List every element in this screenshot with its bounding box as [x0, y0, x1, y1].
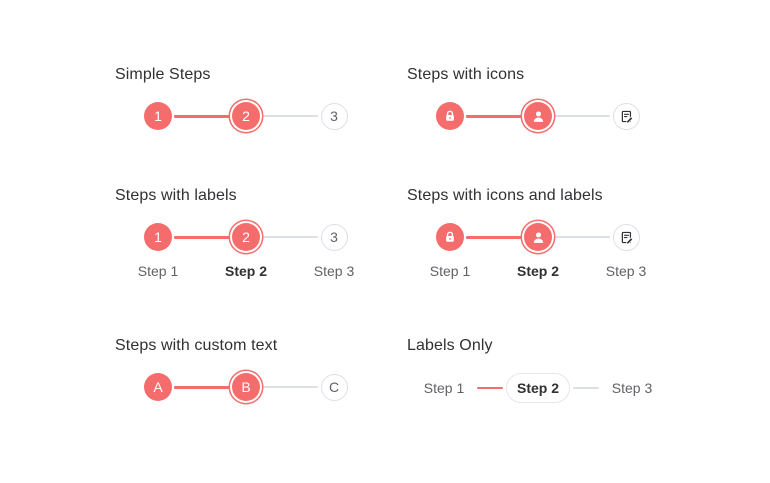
step-1-label: Step 1: [137, 263, 179, 279]
step-3-indicator: [612, 102, 640, 130]
stepper-icons-labels: Step 1 Step 2: [420, 223, 656, 280]
step-3-label[interactable]: Step 3: [611, 380, 653, 396]
step-2[interactable]: Step 2: [508, 223, 568, 280]
step-2[interactable]: B: [216, 373, 276, 401]
step-1-indicator: [436, 223, 464, 251]
step-connector-completed: [174, 385, 230, 389]
step-2[interactable]: 2 Step 2: [216, 223, 276, 280]
stepper-custom-text: A B C: [128, 373, 364, 401]
user-icon: [533, 110, 543, 122]
step-3-indicator: [612, 223, 640, 251]
stepper-labels-only: Step 1 Step 2 Step 3: [414, 373, 662, 403]
step-connector-completed: [174, 235, 230, 239]
step-3[interactable]: 3: [304, 102, 364, 130]
section-title: Steps with icons and labels: [407, 187, 603, 204]
user-icon: [533, 231, 543, 243]
step-1[interactable]: A: [128, 373, 188, 401]
step-3-indicator: C: [320, 373, 348, 401]
stepper-labels: 1 Step 1 2 Step 2 3 Step 3: [128, 223, 364, 280]
step-2[interactable]: [508, 102, 568, 130]
step-1-indicator: 1: [144, 102, 172, 130]
step-1-indicator: A: [144, 373, 172, 401]
step-connector-completed: [477, 386, 503, 390]
step-3-label: Step 3: [605, 262, 647, 279]
section-steps-with-icons-and-labels: Steps with icons and labels Step 1: [407, 185, 657, 280]
section-steps-with-custom-text: Steps with custom text A B C: [115, 335, 365, 401]
step-2-label: Step 2: [516, 263, 559, 279]
step-3-indicator: 3: [320, 223, 348, 251]
section-steps-with-icons: Steps with icons: [407, 64, 657, 130]
lock-icon: [446, 231, 454, 242]
step-connector-upcoming: [262, 386, 318, 388]
step-3[interactable]: 3 Step 3: [304, 223, 364, 280]
step-connector-upcoming: [262, 115, 318, 117]
section-title: Labels Only: [407, 337, 493, 354]
step-3[interactable]: Step 3: [596, 223, 656, 280]
step-2-indicator: B: [232, 373, 260, 401]
step-2-indicator: [524, 102, 552, 130]
step-1-label[interactable]: Step 1: [423, 380, 465, 396]
step-connector-upcoming: [573, 387, 600, 389]
lock-icon: [446, 110, 454, 121]
section-title: Steps with custom text: [115, 337, 278, 354]
stepper-simple: 1 2 3: [128, 102, 364, 130]
step-3[interactable]: [596, 102, 656, 130]
step-3-indicator: 3: [320, 102, 348, 130]
section-steps-with-labels: Steps with labels 1 Step 1 2 Step 2 3 St…: [115, 185, 365, 280]
step-connector-upcoming: [554, 115, 610, 117]
step-connector-completed: [466, 114, 522, 118]
section-labels-only: Labels Only Step 1 Step 2 Step 3: [407, 335, 657, 403]
step-1[interactable]: 1: [128, 102, 188, 130]
section-title: Steps with icons: [407, 66, 525, 83]
section-simple-steps: Simple Steps 1 2 3: [115, 64, 365, 130]
step-2-pill[interactable]: Step 2: [506, 373, 571, 403]
section-title: Steps with labels: [115, 187, 237, 204]
steps-demo-page: Simple Steps 1 2 3 Steps with icons: [115, 64, 657, 403]
step-2-label: Step 2: [224, 263, 267, 279]
step-3[interactable]: C: [304, 373, 364, 401]
step-2-indicator: 2: [232, 223, 260, 251]
step-connector-completed: [174, 114, 230, 118]
stepper-icons: [420, 102, 656, 130]
step-1[interactable]: [420, 102, 480, 130]
step-connector-completed: [466, 235, 522, 239]
edit-document-icon: [621, 110, 633, 124]
step-connector-upcoming: [262, 236, 318, 238]
step-2[interactable]: 2: [216, 102, 276, 130]
section-title: Simple Steps: [115, 66, 211, 83]
step-1[interactable]: Step 1: [420, 223, 480, 280]
step-3-label: Step 3: [313, 262, 355, 279]
step-1-indicator: 1: [144, 223, 172, 251]
step-2-indicator: [524, 223, 552, 251]
edit-document-icon: [621, 231, 633, 245]
step-1[interactable]: 1 Step 1: [128, 223, 188, 280]
step-1-label: Step 1: [429, 263, 471, 279]
step-connector-upcoming: [554, 236, 610, 238]
step-1-indicator: [436, 102, 464, 130]
step-2-indicator: 2: [232, 102, 260, 130]
